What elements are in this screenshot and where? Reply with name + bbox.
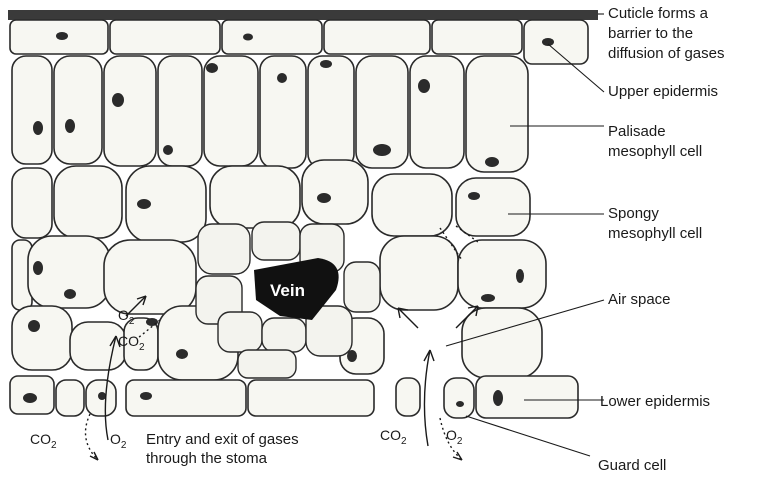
o2-label-outer-left: O2 bbox=[110, 431, 127, 451]
spongy-label-line-2: mesophyll cell bbox=[608, 225, 702, 242]
air-space-label: Air space bbox=[608, 291, 671, 308]
cuticle-label-line-3: diffusion of gases bbox=[608, 45, 724, 62]
co2-label-outer-right: CO2 bbox=[380, 427, 407, 447]
co2-label-outer-left: CO2 bbox=[30, 431, 57, 451]
lower-epidermis-label: Lower epidermis bbox=[600, 393, 710, 410]
spongy-label-line-1: Spongy bbox=[608, 205, 659, 222]
upper-epidermis-label: Upper epidermis bbox=[608, 83, 718, 100]
cuticle-label-line-2: barrier to the bbox=[608, 25, 693, 42]
palisade-layer bbox=[12, 56, 528, 172]
vein-label: Vein bbox=[270, 281, 305, 300]
labels-right: Cuticle forms a barrier to the diffusion… bbox=[598, 5, 724, 474]
palisade-label-line-2: mesophyll cell bbox=[608, 143, 702, 160]
o2-label-outer-right: O2 bbox=[446, 427, 463, 447]
stoma-caption-line-2: through the stoma bbox=[146, 450, 268, 467]
cuticle bbox=[8, 10, 598, 20]
guard-cell-label: Guard cell bbox=[598, 457, 666, 474]
stoma-caption: Entry and exit of gases through the stom… bbox=[146, 431, 299, 467]
stoma-caption-line-1: Entry and exit of gases bbox=[146, 431, 299, 448]
palisade-label-line-1: Palisade bbox=[608, 123, 666, 140]
cuticle-label-line-1: Cuticle forms a bbox=[608, 5, 709, 22]
